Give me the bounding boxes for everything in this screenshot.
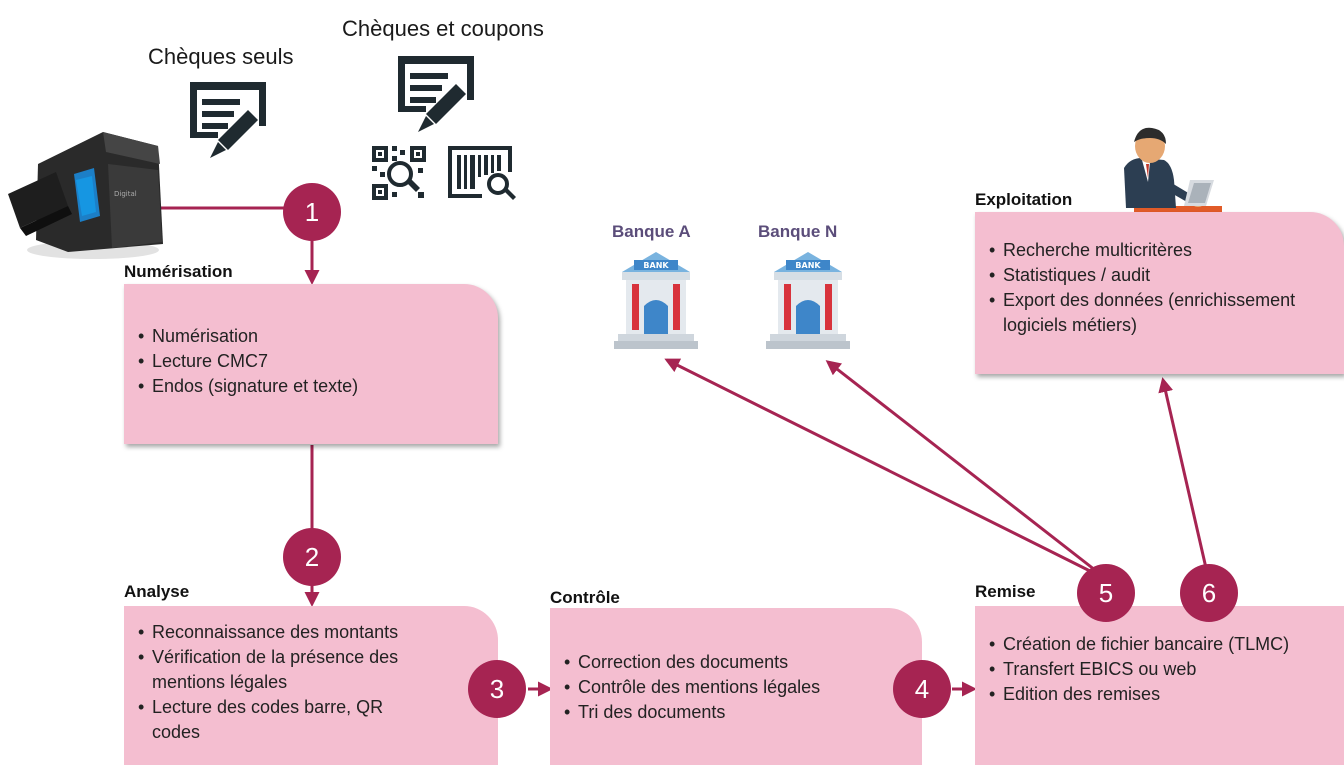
bank-a-title: Banque A [612,222,691,241]
operator-person-icon [1124,127,1222,220]
list-item: Vérification de la présence des mentions… [138,645,452,695]
exploitation-list: Recherche multicritères Statistiques / a… [989,238,1336,338]
scanner-label: Digital [114,190,137,198]
remise-list: Création de fichier bancaire (TLMC) Tran… [989,632,1334,707]
bank-n-icon: BANK [766,252,850,349]
list-item: Export des données (enrichissement logic… [989,288,1333,338]
list-item: Création de fichier bancaire (TLMC) [989,632,1303,657]
controle-box: Correction des documents Contrôle des me… [550,608,922,765]
caption-cheques-coupons: Chèques et coupons [342,16,544,41]
numerisation-title: Numérisation [124,262,233,281]
exploitation-title: Exploitation [975,190,1073,209]
step-1-circle: 1 [283,183,341,241]
cheque-icon-2 [398,56,474,132]
analyse-title: Analyse [124,582,190,601]
bank-n-badge: BANK [795,261,821,270]
list-item: Recherche multicritères [989,238,1336,263]
list-item: Statistiques / audit [989,263,1336,288]
analyse-box: Reconnaissance des montants Vérification… [124,606,498,765]
list-item: Reconnaissance des montants [138,620,488,645]
step-2-circle: 2 [283,528,341,586]
list-item: Lecture des codes barre, QR codes [138,695,432,745]
numerisation-box: Numérisation Lecture CMC7 Endos (signatu… [124,284,498,444]
barcode-search-icon [448,146,516,200]
bank-n-title: Banque N [758,222,838,241]
arrow-to-exploitation [1158,377,1208,569]
remise-box: Création de fichier bancaire (TLMC) Tran… [975,606,1344,765]
remise-title: Remise [975,582,1036,601]
list-item: Numérisation [138,324,488,349]
cheque-icon [190,82,266,158]
step-4-circle: 4 [893,660,951,718]
cheque-scanner: Digital [8,132,163,259]
numerisation-list: Numérisation Lecture CMC7 Endos (signatu… [138,324,488,399]
arrow-to-banque-a [664,358,1093,574]
list-item: Lecture CMC7 [138,349,488,374]
exploitation-box: Recherche multicritères Statistiques / a… [975,212,1344,374]
controle-list: Correction des documents Contrôle des me… [564,650,912,725]
analyse-list: Reconnaissance des montants Vérification… [138,620,488,745]
list-item: Edition des remises [989,682,1334,707]
arrow-to-banque-n [825,360,1096,572]
step-3-circle: 3 [468,660,526,718]
list-item: Correction des documents [564,650,912,675]
list-item: Transfert EBICS ou web [989,657,1334,682]
list-item: Tri des documents [564,700,912,725]
list-item: Endos (signature et texte) [138,374,488,399]
qr-code-search-icon [372,146,426,200]
step-5-circle: 5 [1077,564,1135,622]
controle-title: Contrôle [550,588,620,607]
list-item: Contrôle des mentions légales [564,675,912,700]
bank-a-badge: BANK [643,261,669,270]
bank-a-icon: BANK [614,252,698,349]
caption-cheques-seuls: Chèques seuls [148,44,294,69]
step-6-circle: 6 [1180,564,1238,622]
